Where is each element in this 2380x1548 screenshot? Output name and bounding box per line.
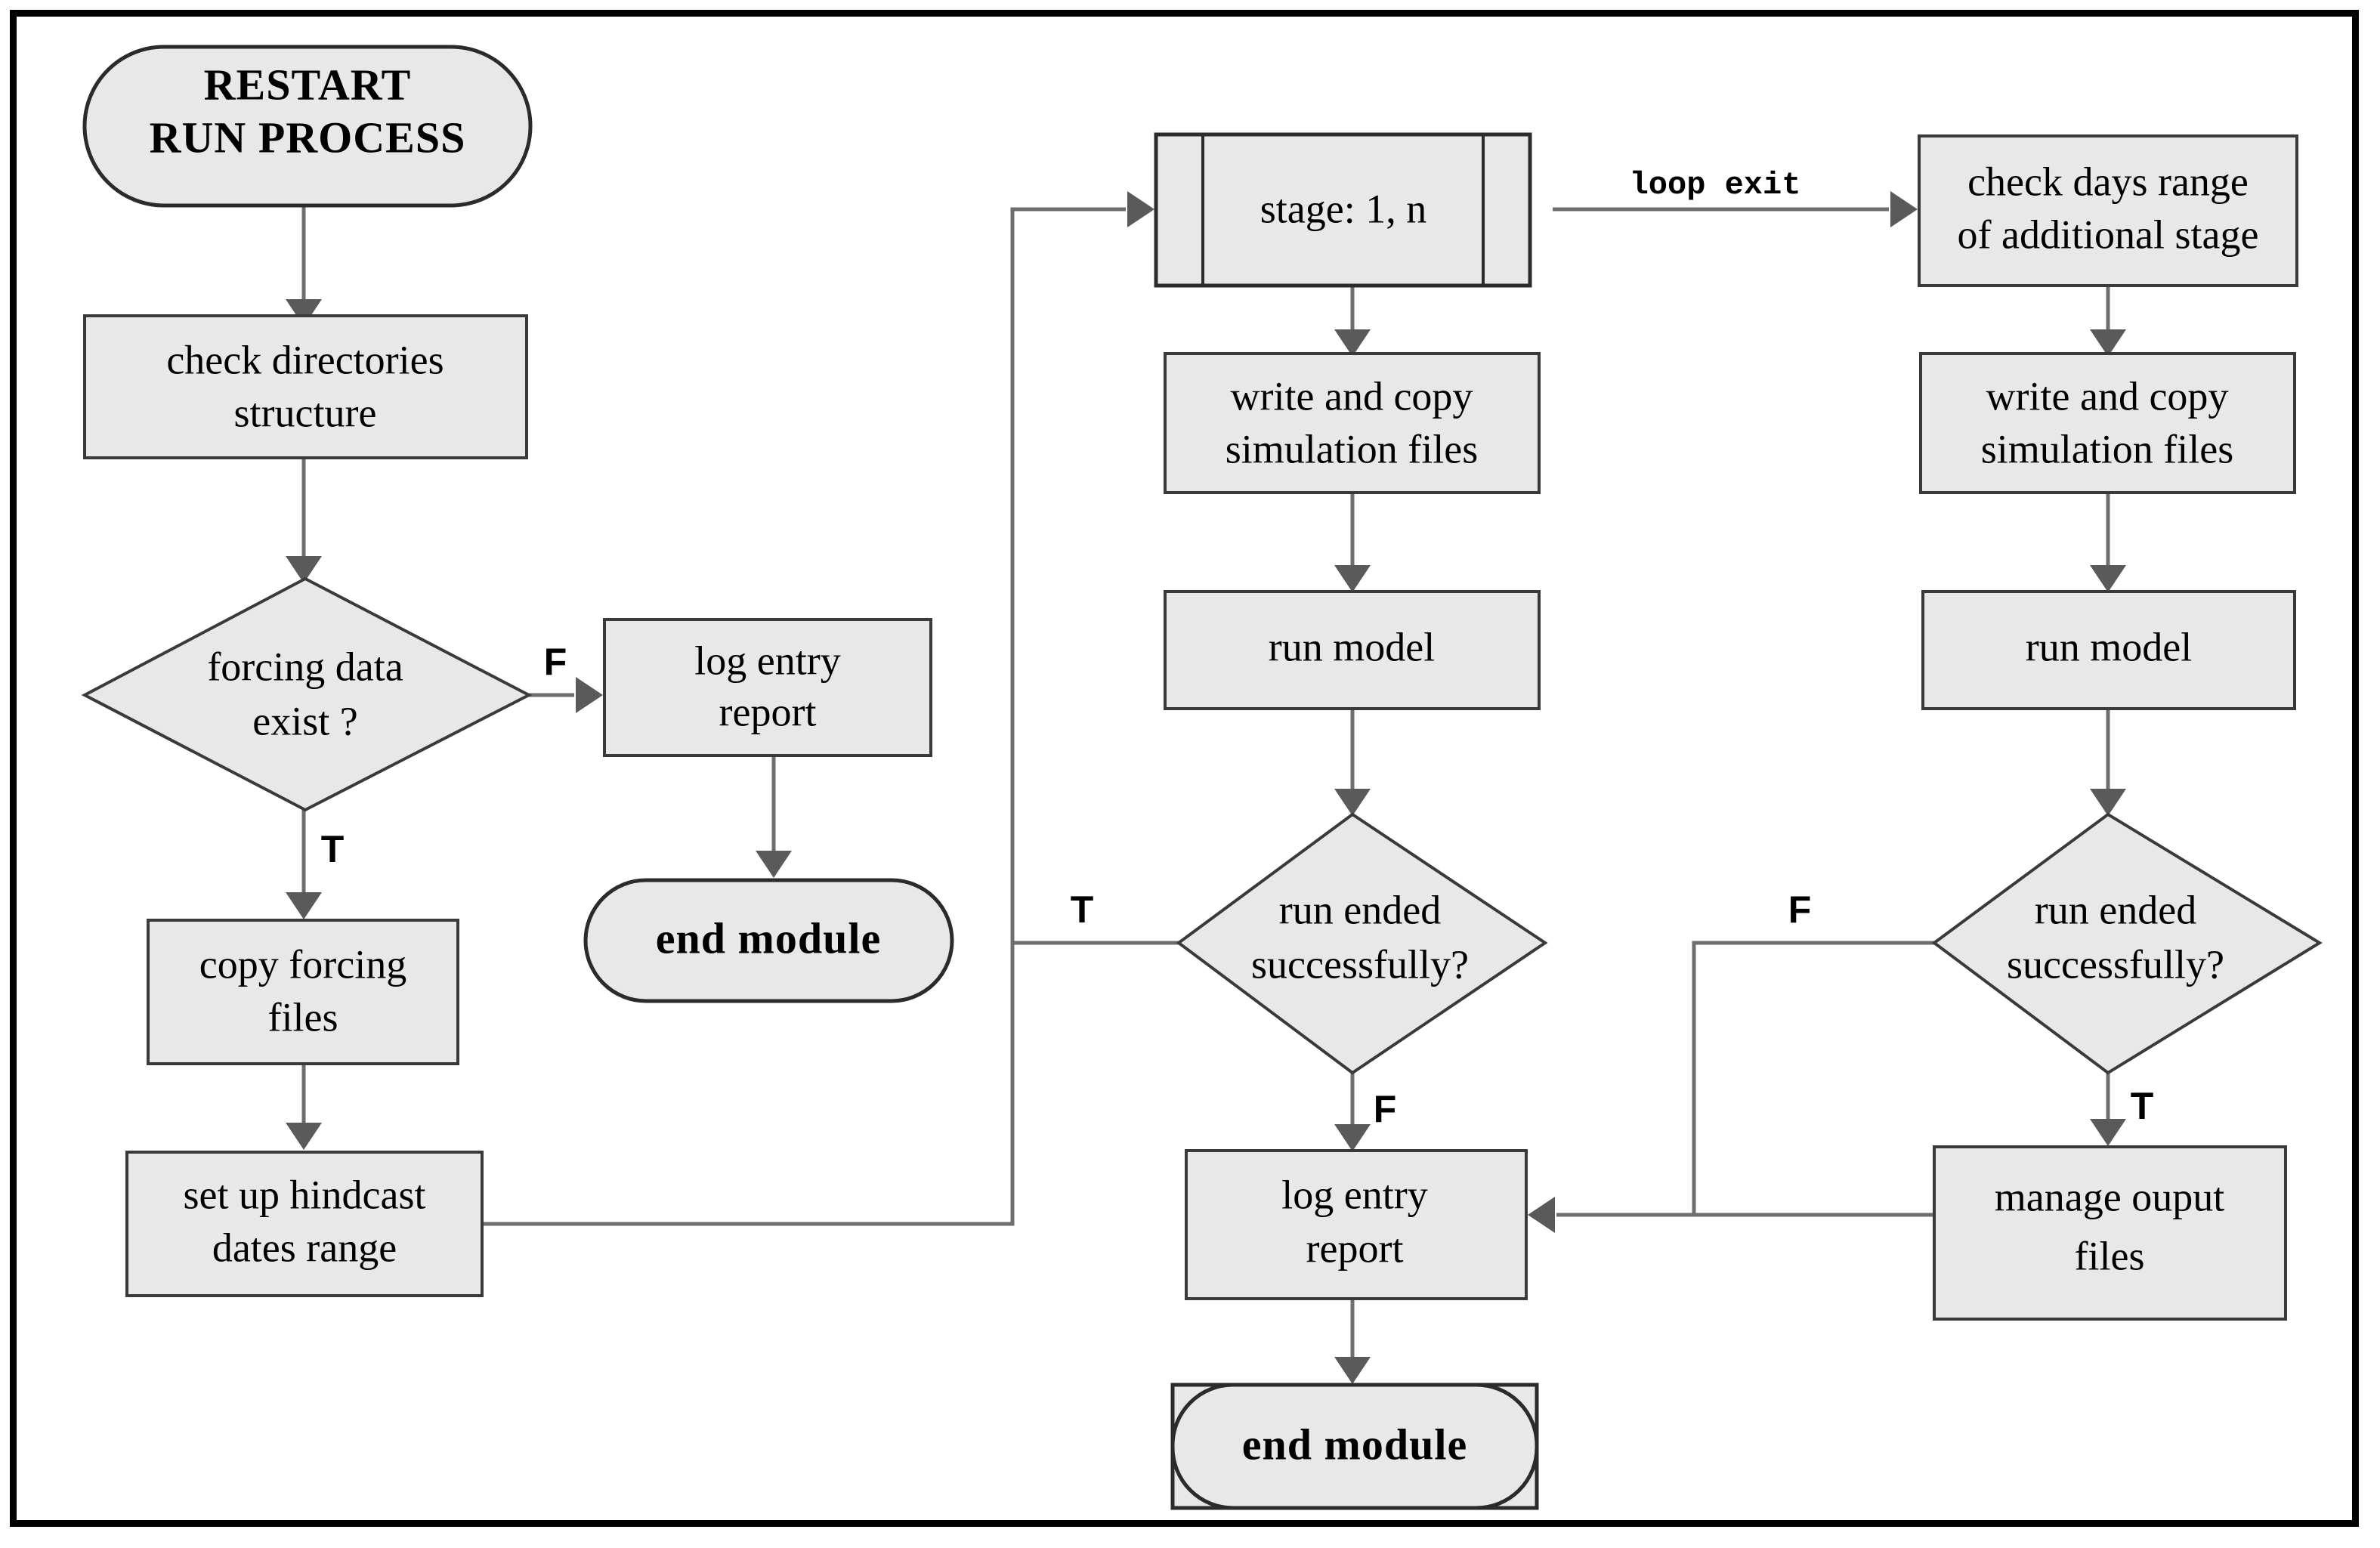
edge-log-entry-to-end-module-mid — [1334, 1298, 1371, 1384]
edge-copy-forcing-to-hindcast — [286, 1061, 322, 1150]
node-set-up-hindcast[interactable]: set up hindcast dates range — [125, 1151, 484, 1297]
write-copy-mid-line1: write and copy — [1231, 373, 1473, 419]
edge-label-forcing-false: F — [544, 641, 567, 683]
edge-write-copy-to-run-model-right — [2090, 491, 2126, 592]
edge-label-forcing-true: T — [321, 828, 345, 870]
run-model-mid-label: run model — [1269, 624, 1435, 669]
hindcast-line2: dates range — [212, 1225, 397, 1270]
edge-check-days-to-write-copy-right — [2090, 286, 2126, 357]
edge-write-copy-to-run-model-mid — [1334, 491, 1371, 592]
node-end-module-left[interactable]: end module — [583, 878, 954, 1003]
write-copy-right-line2: simulation files — [1981, 426, 2233, 471]
run-ended-right-line2: successfully? — [2007, 941, 2224, 987]
check-directories-line1: check directories — [166, 337, 444, 382]
start-terminal-line2: RUN PROCESS — [150, 113, 466, 162]
stage-loop-label: stage: 1, n — [1260, 186, 1426, 231]
forcing-decision-line1: forcing data — [207, 644, 403, 689]
node-run-ended-mid[interactable]: run ended successfully? — [1176, 812, 1548, 1075]
end-module-left-label: end module — [656, 913, 881, 962]
node-check-days-range[interactable]: check days range of additional stage — [1918, 134, 2298, 287]
node-log-entry-report-mid[interactable]: log entry report — [1185, 1149, 1528, 1300]
node-check-directories[interactable]: check directories structure — [83, 314, 528, 459]
node-forcing-data-decision[interactable]: forcing data exist ? — [81, 576, 533, 812]
write-copy-right-line1: write and copy — [1986, 373, 2229, 419]
manage-output-line1: manage ouput — [1995, 1174, 2224, 1219]
run-ended-mid-line1: run ended — [1279, 887, 1441, 932]
write-copy-mid-line2: simulation files — [1226, 426, 1478, 471]
node-run-model-right[interactable]: run model — [1921, 590, 2296, 710]
log-entry-mid-line2: report — [1306, 1225, 1404, 1271]
run-model-right-label: run model — [2026, 624, 2192, 669]
edge-stage-to-write-copy-mid — [1334, 286, 1371, 357]
node-run-ended-right[interactable]: run ended successfully? — [1931, 812, 2323, 1075]
node-copy-forcing-files[interactable]: copy forcing files — [147, 919, 459, 1065]
log-entry-left-line2: report — [719, 689, 817, 734]
node-manage-output-files[interactable]: manage ouput files — [1933, 1145, 2287, 1321]
edge-label-right-run-true: T — [2131, 1085, 2154, 1127]
edge-mid-decision-false-to-log-entry — [1334, 1073, 1371, 1151]
check-days-line2: of additional stage — [1958, 212, 2259, 257]
edge-loop-exit-to-check-days — [1553, 191, 1918, 227]
edge-run-model-to-decision-mid — [1334, 708, 1371, 816]
edge-start-to-check-directories — [286, 205, 322, 326]
edge-forcing-true-to-copy-forcing — [286, 808, 322, 919]
edge-hindcast-to-stage-loop — [480, 191, 1154, 1226]
edge-label-mid-run-true: T — [1071, 888, 1094, 931]
node-start-terminal[interactable]: RESTART RUN PROCESS — [82, 45, 533, 208]
edge-label-loop-exit: loop exit — [1630, 167, 1801, 203]
edge-right-decision-true-to-manage-output — [2090, 1073, 2126, 1146]
forcing-decision-line2: exist ? — [252, 698, 357, 743]
node-write-copy-sim-mid[interactable]: write and copy simulation files — [1164, 352, 1541, 494]
check-directories-line2: structure — [234, 390, 377, 435]
node-stage-loop[interactable]: stage: 1, n — [1154, 132, 1532, 288]
copy-forcing-line2: files — [268, 994, 338, 1040]
edge-run-model-to-decision-right — [2090, 708, 2126, 816]
copy-forcing-line1: copy forcing — [199, 941, 406, 987]
edge-log-entry-to-end-module-left — [756, 755, 792, 878]
manage-output-line2: files — [2075, 1233, 2145, 1278]
start-terminal-line1: RESTART — [204, 60, 412, 109]
edge-label-right-run-false: F — [1788, 888, 1812, 931]
log-entry-left-line1: log entry — [694, 638, 840, 683]
node-end-module-mid[interactable]: end module — [1170, 1383, 1539, 1510]
run-ended-right-line1: run ended — [2035, 887, 2196, 932]
node-run-model-mid[interactable]: run model — [1164, 590, 1541, 710]
edge-right-decision-false-to-log-entry — [1528, 941, 1934, 1233]
node-log-entry-report-left[interactable]: log entry report — [603, 618, 932, 757]
check-days-line1: check days range — [1967, 159, 2249, 204]
node-write-copy-sim-right[interactable]: write and copy simulation files — [1919, 352, 2296, 494]
edge-forcing-false-to-log-entry — [529, 677, 603, 713]
edge-label-mid-run-false: F — [1374, 1088, 1397, 1130]
hindcast-line1: set up hindcast — [184, 1172, 426, 1217]
log-entry-mid-line1: log entry — [1281, 1172, 1427, 1217]
end-module-mid-label: end module — [1242, 1420, 1467, 1469]
run-ended-mid-line2: successfully? — [1251, 941, 1469, 987]
edge-check-directories-to-forcing-decision — [286, 458, 322, 583]
